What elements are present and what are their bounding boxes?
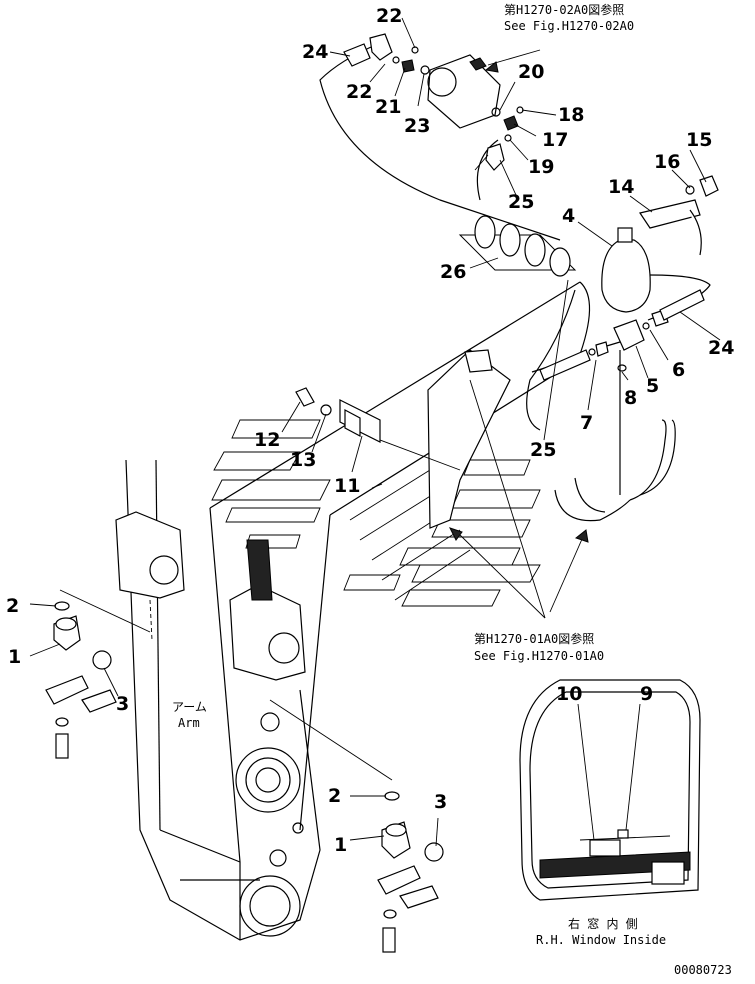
arm-label-jp: アーム: [172, 700, 207, 714]
callout-23: 23: [404, 115, 430, 137]
hose-lines: [319, 43, 711, 522]
boom-structure: [209, 281, 591, 863]
callout-2: 2: [6, 595, 19, 617]
clamp-group: [458, 215, 577, 277]
callout-8: 8: [624, 387, 637, 409]
callout-9: 9: [640, 683, 653, 705]
window-inset: [519, 679, 701, 901]
reference-arrows: [449, 61, 589, 543]
mid-reference-jp: 第H1270-01A0図参照: [474, 631, 594, 646]
callout-5: 5: [646, 375, 659, 397]
drawing-number: 00080723: [674, 963, 732, 977]
callout-16: 16: [654, 151, 680, 173]
callout-22: 22: [346, 81, 372, 103]
callout-25: 25: [530, 439, 556, 461]
callout-4: 4: [562, 205, 575, 227]
callout-20: 20: [518, 61, 544, 83]
callout-13: 13: [290, 449, 316, 471]
arm-label-en: Arm: [178, 716, 200, 730]
callout-3: 3: [116, 693, 129, 715]
top-reference-jp: 第H1270-02A0図参照: [504, 2, 624, 17]
callout-24: 24: [302, 41, 328, 63]
callout-19: 19: [528, 156, 554, 178]
window-label-en: R.H. Window Inside: [536, 933, 666, 947]
window-label-jp: 右 窓 内 側: [568, 916, 638, 931]
callout-2: 2: [328, 785, 341, 807]
callout-24: 24: [708, 337, 734, 359]
callout-15: 15: [686, 129, 712, 151]
callout-1: 1: [8, 646, 21, 668]
accumulator-group: [539, 175, 719, 381]
callout-14: 14: [608, 176, 634, 198]
split-flange-group-right: [377, 791, 444, 953]
callout-10: 10: [556, 683, 582, 705]
callout-labels: 22 24 22 21 23 20 18 17 19 25 15 16 14 4…: [6, 5, 734, 856]
callout-25: 25: [508, 191, 534, 213]
callout-22: 22: [376, 5, 402, 27]
arm-structure: [115, 459, 321, 941]
callout-18: 18: [558, 104, 584, 126]
split-flange-group-left: [45, 601, 117, 759]
callout-1: 1: [334, 834, 347, 856]
callout-6: 6: [672, 359, 685, 381]
callout-17: 17: [542, 129, 568, 151]
callout-26: 26: [440, 261, 466, 283]
callout-12: 12: [254, 429, 280, 451]
reference-notes: 第H1270-02A0図参照 See Fig.H1270-02A0 第H1270…: [172, 2, 732, 977]
callout-7: 7: [580, 412, 593, 434]
callout-21: 21: [375, 96, 401, 118]
mid-reference-en: See Fig.H1270-01A0: [474, 649, 604, 663]
top-reference-en: See Fig.H1270-02A0: [504, 19, 634, 33]
callout-11: 11: [334, 475, 360, 497]
valve-block-group: [343, 33, 541, 171]
bracket-group: [295, 349, 511, 529]
leader-lines: [29, 17, 721, 847]
callout-3: 3: [434, 791, 447, 813]
